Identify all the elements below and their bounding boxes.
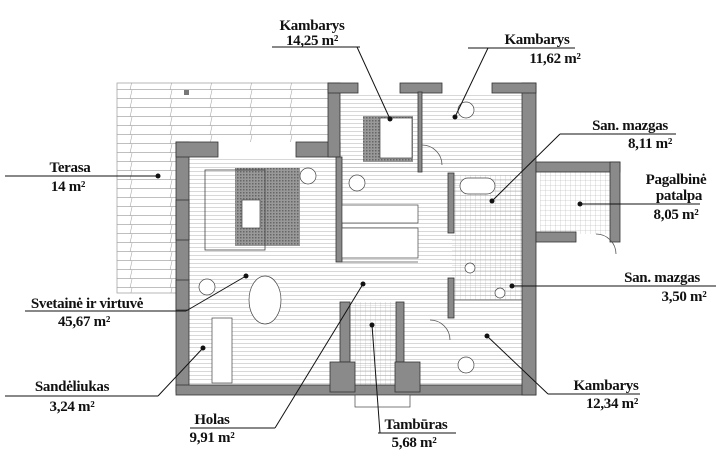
walls [175, 82, 621, 396]
room-area: 9,91 m² [190, 430, 236, 446]
fixtures [198, 101, 617, 408]
room-area: 3,24 m² [50, 399, 96, 415]
floors [176, 83, 620, 392]
room-label-storage: Sandėliukas 3,24 m² [35, 379, 110, 415]
room-name: Kambarys [504, 32, 570, 48]
room-name: Pagalbinė [646, 172, 707, 188]
room-area: 5,68 m² [392, 435, 438, 451]
room-label-hall: Holas 9,91 m² [190, 412, 236, 446]
room-name: Svetainė ir virtuvė [31, 296, 144, 312]
room-name: Sandėliukas [35, 379, 110, 395]
room-area: 14 m² [51, 179, 86, 195]
room-name: Holas [194, 412, 230, 428]
room-area: 45,67 m² [58, 314, 111, 330]
room-area: 11,62 m² [529, 51, 581, 67]
room-label-bedroom-11: Kambarys 11,62 m² [504, 32, 581, 67]
room-area: 8,05 m² [654, 207, 700, 223]
room-label-living-kitchen: Svetainė ir virtuvė 45,67 m² [31, 296, 144, 330]
room-name: Kambarys [279, 18, 345, 34]
room-label-bedroom-14: Kambarys 14,25 m² [279, 18, 345, 49]
room-label-utility: Pagalbinė patalpa 8,05 m² [646, 172, 708, 223]
room-label-vestibule: Tambūras 5,68 m² [385, 417, 449, 451]
room-name: San. mazgas [624, 270, 700, 286]
room-area: 12,34 m² [586, 396, 639, 412]
room-name: Kambarys [573, 378, 639, 394]
room-label-bathroom-3: San. mazgas 3,50 m² [624, 270, 707, 305]
room-name: Tambūras [385, 417, 448, 433]
room-label-bathroom-8: San. mazgas 8,11 m² [592, 118, 673, 152]
room-area: 14,25 m² [286, 33, 339, 49]
room-area: 3,50 m² [662, 289, 708, 305]
leader-lines [5, 46, 716, 434]
room-label-terrace: Terasa 14 m² [50, 160, 92, 195]
room-name: San. mazgas [592, 118, 668, 134]
room-label-bedroom-12: Kambarys 12,34 m² [573, 378, 639, 412]
room-area: 8,11 m² [628, 136, 673, 152]
room-name: Terasa [50, 160, 92, 176]
room-name-line2: patalpa [656, 188, 703, 204]
